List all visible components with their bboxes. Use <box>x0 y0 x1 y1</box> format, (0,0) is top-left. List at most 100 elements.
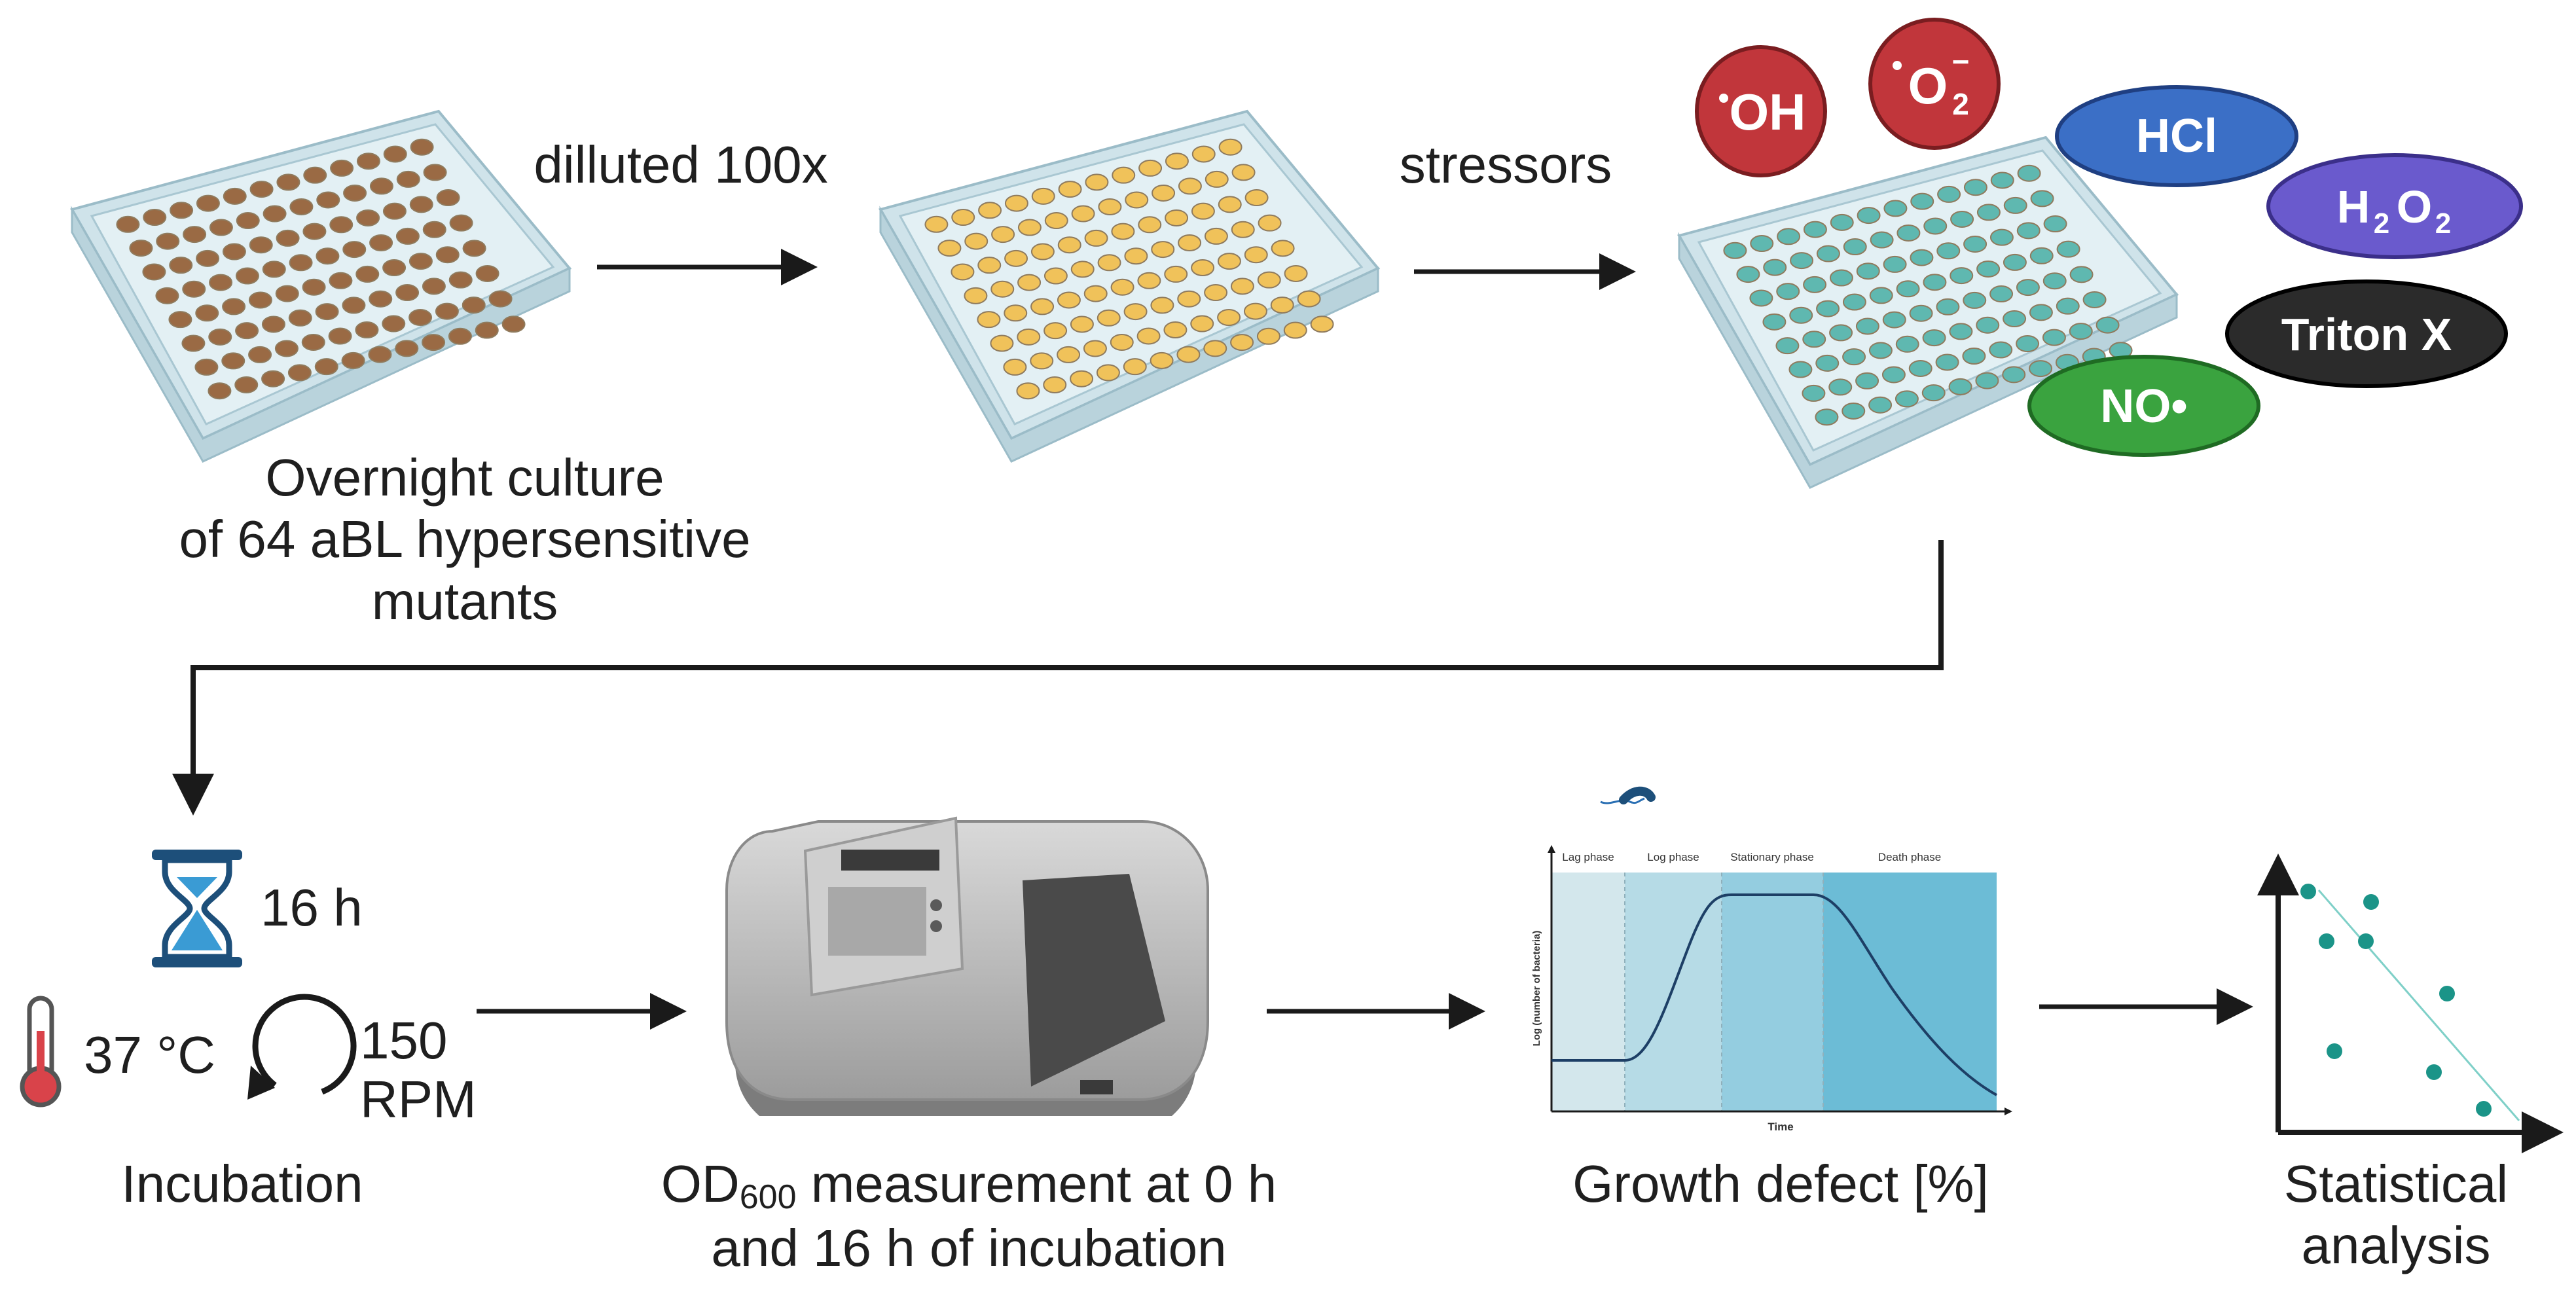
measurement-caption-line-1: OD600 measurement at 0 h <box>609 1153 1329 1217</box>
plate-well <box>435 246 460 264</box>
plate-well <box>1030 298 1055 315</box>
plate-well <box>408 253 433 270</box>
plate-well <box>223 187 247 205</box>
plate-well <box>2042 329 2066 346</box>
plate-well <box>1869 287 1893 304</box>
plate-well <box>475 264 499 282</box>
plate-well <box>1283 321 1307 339</box>
plate-well <box>1137 272 1161 289</box>
plate-well <box>396 170 420 188</box>
diluted-plate <box>878 109 1381 463</box>
plate-well <box>1190 315 1214 333</box>
plate-well <box>196 249 220 267</box>
scatter-point <box>2476 1101 2492 1117</box>
stressor-plate <box>1677 135 2179 489</box>
plate-well <box>288 309 312 327</box>
plate-well <box>129 240 153 257</box>
plate-well <box>314 358 338 376</box>
plate-well <box>1816 300 1840 317</box>
plate-well <box>1070 315 1094 333</box>
plate-well <box>1963 291 1987 309</box>
plate-well <box>1828 378 1853 396</box>
plate-well <box>261 315 285 333</box>
stressors-label: stressors <box>1399 135 1612 194</box>
plate-well <box>1151 241 1175 259</box>
plate-well <box>1975 372 1999 389</box>
plate-well <box>1750 235 1774 253</box>
plate-well <box>261 370 285 387</box>
plate-well <box>1910 192 1934 210</box>
plate-well <box>1110 278 1134 296</box>
culture-caption: Overnight culture of 64 aBL hypersensiti… <box>137 447 792 632</box>
plate-well <box>964 232 989 250</box>
plate-well <box>1083 285 1108 302</box>
plate-well <box>1936 298 1960 315</box>
plate-well <box>1803 221 1827 238</box>
stationary-phase-band <box>1722 873 1823 1111</box>
od-prefix: OD <box>661 1155 740 1213</box>
plate-well <box>1004 249 1028 267</box>
plate-well <box>1150 351 1174 369</box>
plate-well <box>2016 335 2040 353</box>
plate-well <box>422 278 446 295</box>
plate-well <box>222 298 246 315</box>
plate-well <box>155 287 179 304</box>
plate-well <box>1031 187 1055 205</box>
plate-well <box>274 340 299 357</box>
plate-well <box>462 297 486 314</box>
plate-well <box>2029 304 2053 321</box>
plate-well <box>329 272 353 289</box>
incubation-speed: 150 RPM <box>360 1011 477 1128</box>
plate-well <box>395 227 420 245</box>
plate-well <box>1058 181 1082 198</box>
plate-well <box>1083 340 1107 357</box>
plate-well <box>1258 214 1282 232</box>
plate-well <box>369 177 393 195</box>
hydroxyl-radical-badge: OH <box>1695 45 1827 177</box>
svg-text:HCl: HCl <box>2136 110 2217 162</box>
plate-well <box>1136 327 1161 345</box>
plate-well <box>1990 171 2014 189</box>
speed-unit: RPM <box>360 1070 477 1128</box>
plate-well <box>1736 266 1760 283</box>
plate-well <box>423 164 447 181</box>
plate-well <box>276 229 300 247</box>
plate-well <box>236 212 260 230</box>
plate-well <box>449 214 473 232</box>
plate-well <box>1152 184 1176 202</box>
plate-well <box>1085 173 1109 191</box>
plate-well <box>2002 366 2026 384</box>
plate-well <box>1004 194 1028 212</box>
plate-well <box>1230 278 1254 295</box>
culture-caption-line-2: of 64 aBL hypersensitive <box>179 510 751 569</box>
plate-well <box>369 290 393 308</box>
plate-well <box>342 241 367 259</box>
thermometer-icon <box>20 996 62 1107</box>
plate-well <box>2056 297 2080 315</box>
plate-well <box>1231 164 1256 181</box>
plate-well <box>2016 279 2040 297</box>
plate-well <box>977 257 1002 274</box>
plate-well <box>990 280 1015 298</box>
svg-text:Triton X: Triton X <box>2281 309 2452 360</box>
plate-well <box>1883 255 1907 273</box>
plate-well <box>1842 348 1866 366</box>
plate-well <box>1098 198 1122 215</box>
plate-well <box>1936 242 1961 260</box>
plate-well <box>937 240 962 257</box>
plate-well <box>1070 370 1094 387</box>
plate-well <box>1923 274 1947 291</box>
plate-well <box>2095 316 2120 334</box>
measurement-caption-line-2: and 16 h of incubation <box>711 1219 1227 1278</box>
plate-well <box>1935 353 1959 371</box>
plate-well <box>1218 138 1243 156</box>
plate-well <box>301 333 325 351</box>
plate-well <box>1030 243 1055 261</box>
plate-well <box>1191 202 1215 220</box>
plate-well <box>1284 264 1308 282</box>
plate-well <box>488 290 513 308</box>
plate-well <box>1802 331 1826 348</box>
plate-well <box>222 243 246 261</box>
plate-well <box>1841 402 1866 420</box>
